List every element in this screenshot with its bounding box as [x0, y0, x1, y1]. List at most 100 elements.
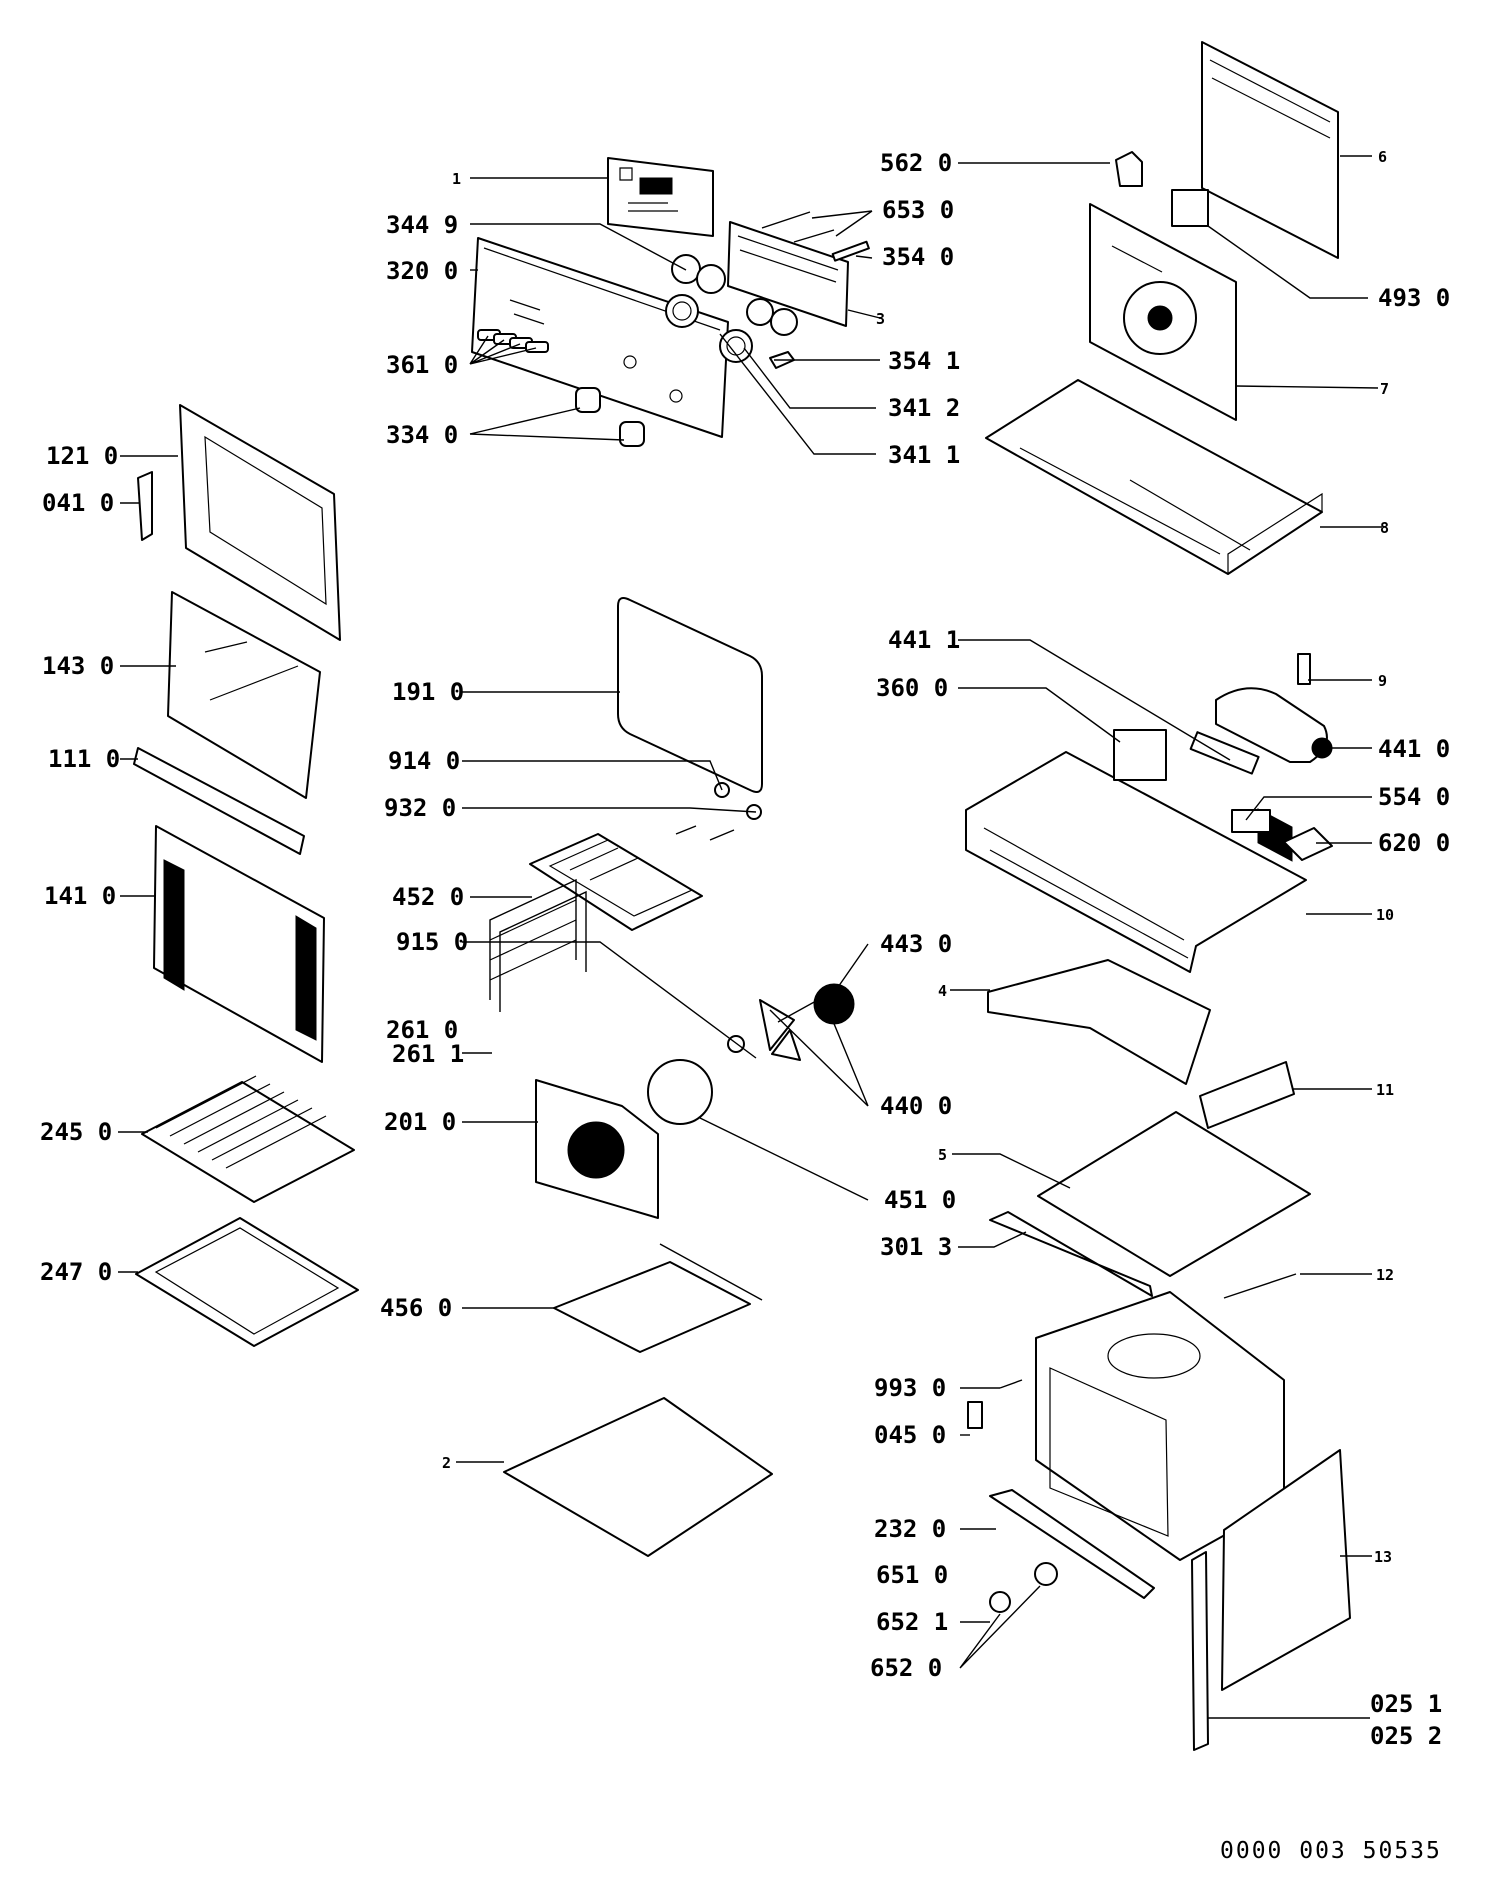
callout-label: 620 0 — [1378, 829, 1450, 857]
callout-label: 141 0 — [44, 882, 116, 910]
part-shelf-rails — [489, 878, 587, 1012]
part-fan-cover — [535, 1079, 659, 1219]
part-tangential-fan — [1215, 653, 1333, 763]
callout-label: 651 0 — [876, 1561, 948, 1589]
part-plate-5 — [1037, 1111, 1311, 1277]
callout-label: 915 0 — [396, 928, 468, 956]
callout-label: 13 — [1374, 1548, 1392, 1566]
part-strip-301 — [989, 1211, 1153, 1297]
callout-label: 354 1 — [888, 347, 960, 375]
callout-label: 232 0 — [874, 1515, 946, 1543]
part-wire-shelf — [141, 1075, 355, 1203]
callout-label: 045 0 — [874, 1421, 946, 1449]
leader-lines — [118, 155, 1382, 1719]
part-grill-element — [529, 782, 762, 931]
callout-label: 562 0 — [880, 149, 952, 177]
part-fan-motor — [727, 983, 855, 1061]
callout-label: 025 1 — [1370, 1690, 1442, 1718]
part-connector-441-1 — [1189, 731, 1260, 775]
callout-label: 334 0 — [386, 421, 458, 449]
callout-label: 320 0 — [386, 257, 458, 285]
callout-label: 4 — [938, 982, 947, 1000]
part-cover-4 — [987, 959, 1211, 1085]
callout-label: 041 0 — [42, 489, 114, 517]
part-fan-housing — [1089, 203, 1237, 421]
part-rail-232 — [989, 1489, 1155, 1599]
callout-label: 914 0 — [388, 747, 460, 775]
callout-label: 443 0 — [880, 930, 952, 958]
callout-label: 025 2 — [1370, 1722, 1442, 1750]
document-number: 0000 003 50535 — [1220, 1838, 1442, 1864]
callout-label: 341 1 — [888, 441, 960, 469]
callout-label: 653 0 — [882, 196, 954, 224]
callout-label: 8 — [1380, 519, 1389, 537]
callout-label: 6 — [1378, 148, 1387, 166]
part-terminal-block — [1113, 729, 1167, 781]
callout-label: 932 0 — [384, 794, 456, 822]
part-lamp-354-0 — [831, 240, 870, 262]
part-lamp-holder — [1034, 1562, 1058, 1586]
part-top-cover — [985, 379, 1323, 575]
part-bracket-11 — [1199, 1061, 1295, 1129]
callout-label: 451 0 — [884, 1186, 956, 1214]
part-hinge-041 — [137, 471, 153, 541]
part-knob-bezels — [665, 254, 753, 363]
part-baking-tray — [135, 1217, 359, 1347]
callout-label: 452 0 — [392, 883, 464, 911]
callout-labels: 1 344 9 320 0 361 0 334 0 562 0 653 0 35… — [40, 148, 1450, 1750]
callout-label: 354 0 — [882, 243, 954, 271]
callout-label: 440 0 — [880, 1092, 952, 1120]
part-thermostat-620 — [1283, 827, 1333, 861]
callout-label: 143 0 — [42, 652, 114, 680]
part-electronics-frame — [965, 751, 1307, 973]
callout-label: 111 0 — [48, 745, 120, 773]
part-glass-panel — [617, 597, 763, 793]
callout-label: 1 — [452, 170, 461, 188]
part-ring-element — [647, 1059, 713, 1125]
callout-label: 9 — [1378, 672, 1387, 690]
callout-label: 261 1 — [392, 1040, 464, 1068]
callout-label: 493 0 — [1378, 284, 1450, 312]
callout-label: 121 0 — [46, 442, 118, 470]
callout-label: 652 1 — [876, 1608, 948, 1636]
part-side-panel — [1221, 1449, 1351, 1691]
part-rod-12 — [1223, 1273, 1297, 1299]
callout-label: 341 2 — [888, 394, 960, 422]
part-wires — [761, 211, 835, 243]
part-outer-door — [153, 825, 325, 1063]
callout-label: 441 1 — [888, 626, 960, 654]
callout-label: 5 — [938, 1146, 947, 1164]
callout-label: 993 0 — [874, 1374, 946, 1402]
callout-label: 10 — [1376, 906, 1394, 924]
callout-label: 2 — [442, 1454, 451, 1472]
callout-label: 12 — [1376, 1266, 1394, 1284]
callout-label: 652 0 — [870, 1654, 942, 1682]
callout-label: 191 0 — [392, 678, 464, 706]
part-base-plate — [503, 1397, 773, 1557]
callout-label: 456 0 — [380, 1294, 452, 1322]
callout-label: 201 0 — [384, 1108, 456, 1136]
part-screw-993 — [999, 1379, 1023, 1389]
part-seal-025 — [1191, 1551, 1209, 1751]
callout-label: 247 0 — [40, 1258, 112, 1286]
part-control-fascia — [471, 237, 729, 438]
part-clip-562 — [1115, 151, 1143, 187]
part-switch-045 — [967, 1401, 983, 1429]
part-door-frame — [179, 404, 341, 641]
callout-label: 301 3 — [880, 1233, 952, 1261]
part-lamp-cover — [989, 1591, 1011, 1613]
part-timer-pcb — [727, 221, 849, 336]
callout-label: 261 0 — [386, 1016, 458, 1044]
part-transformer-493 — [1171, 189, 1209, 227]
part-control-knobs — [575, 387, 645, 447]
callout-label: 360 0 — [876, 674, 948, 702]
callout-label: 245 0 — [40, 1118, 112, 1146]
callout-label: 3 — [876, 310, 885, 328]
callout-label: 11 — [1376, 1081, 1394, 1099]
callout-label: 441 0 — [1378, 735, 1450, 763]
callout-label: 344 9 — [386, 211, 458, 239]
part-inner-glass — [167, 591, 321, 799]
part-control-board — [607, 157, 714, 237]
part-relay-554 — [1231, 809, 1271, 833]
